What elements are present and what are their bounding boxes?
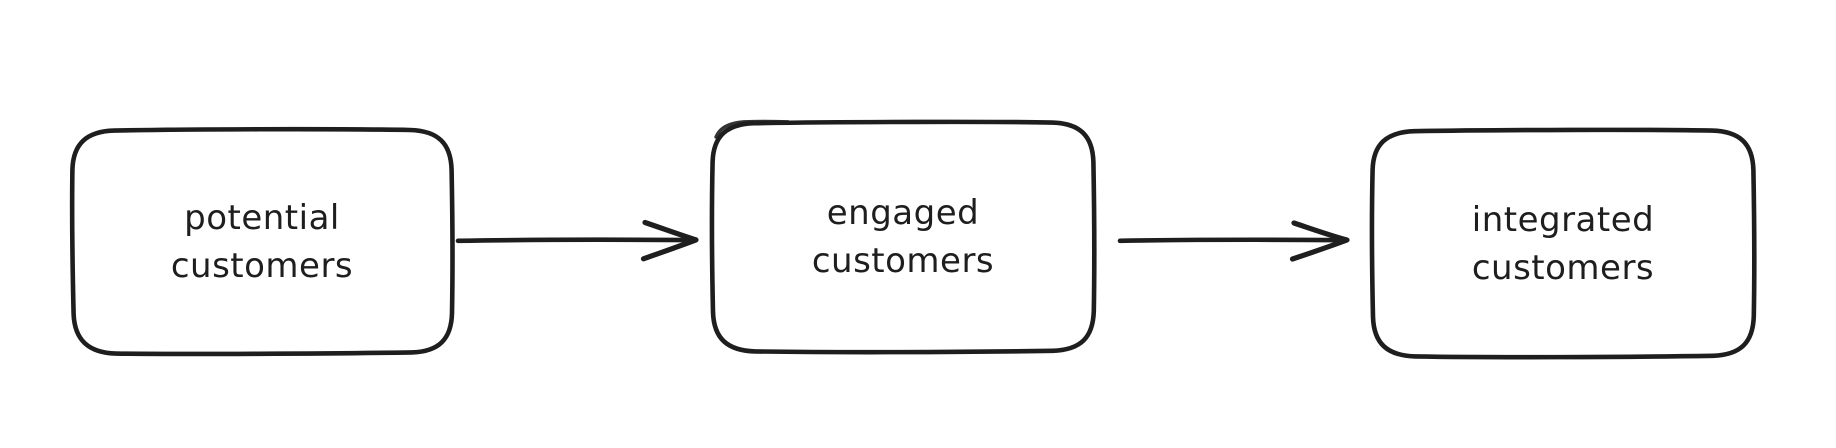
node-label-integrated-customers: integrated customers <box>1471 199 1655 288</box>
box-outline <box>1369 127 1757 360</box>
box-outline <box>709 119 1097 355</box>
edge-potential-to-engaged <box>455 219 699 262</box>
node-label-potential-customers: potential customers <box>170 197 354 286</box>
node-box-integrated-customers <box>1369 127 1757 360</box>
node-box-engaged-customers <box>709 119 1097 355</box>
arrow-line <box>1117 237 1347 244</box>
node-box-potential-customers <box>69 126 455 357</box>
node-label-engaged-customers: engaged customers <box>811 193 995 281</box>
arrow-head-icon <box>640 219 699 262</box>
arrow-line <box>455 237 696 244</box>
box-outline <box>69 126 455 357</box>
arrow-head-icon <box>1289 220 1350 262</box>
edge-engaged-to-integrated <box>1117 220 1350 262</box>
box-corner-overlap-stroke <box>714 119 790 139</box>
